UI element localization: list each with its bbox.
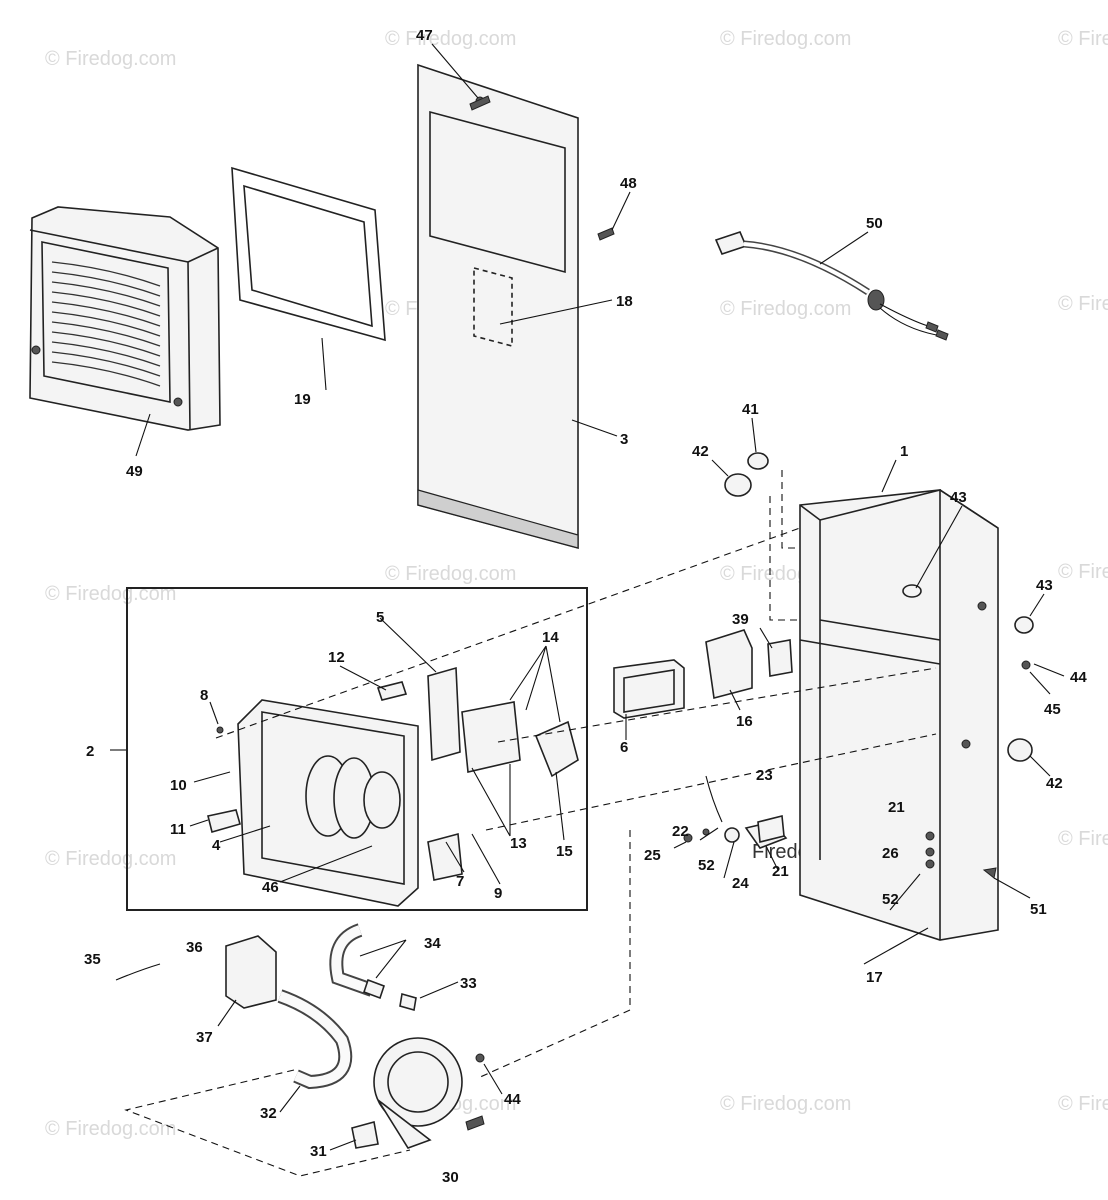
callout-44: 44	[1070, 669, 1087, 686]
watermark: © Firedog.com	[720, 28, 851, 50]
callout-13: 13	[510, 835, 527, 852]
callout-14: 14	[542, 629, 559, 646]
part-50-harness	[714, 231, 949, 341]
parts-21-to-26	[683, 775, 997, 879]
callout-18: 18	[616, 293, 633, 310]
inset-box	[126, 587, 588, 911]
part-49-cover	[29, 206, 221, 431]
callout-31: 31	[310, 1143, 327, 1160]
gas-train	[115, 923, 485, 1149]
watermark: © Firedog.com	[45, 48, 176, 70]
callout-48: 48	[620, 175, 637, 192]
callout-43: 43	[1036, 577, 1053, 594]
callout-37: 37	[196, 1029, 213, 1046]
watermark: © Firedog.com	[45, 848, 176, 870]
callout-12: 12	[328, 649, 345, 666]
callout-6: 6	[620, 739, 628, 756]
watermark: © Firedog.com	[720, 1093, 851, 1115]
watermark: © Firedog.com	[1058, 293, 1108, 315]
callout-36: 36	[186, 939, 203, 956]
watermark: © Firedog.com	[45, 583, 176, 605]
callout-46: 46	[262, 879, 279, 896]
callout-19: 19	[294, 391, 311, 408]
watermark: © Firedog.com	[1058, 828, 1108, 850]
callout-41: 41	[742, 401, 759, 418]
watermark: © Firedog.com	[1058, 561, 1108, 583]
callout-17: 17	[866, 969, 883, 986]
grommets	[724, 452, 1034, 762]
callout-42: 42	[1046, 775, 1063, 792]
callout-21: 21	[772, 863, 789, 880]
callout-47: 47	[416, 27, 433, 44]
part-3-panel	[417, 63, 579, 550]
watermark: © Firedog.com	[385, 28, 516, 50]
part-1-box	[799, 488, 999, 941]
callout-labels: 47 48 50 18 19 41 3 42 1 49 43 43 5 39 1…	[84, 27, 1087, 1186]
callout-23: 23	[756, 767, 773, 784]
callout-1: 1	[900, 443, 908, 460]
part-19-gasket	[231, 166, 386, 342]
callout-2: 2	[86, 743, 94, 760]
callout-4: 4	[212, 837, 221, 854]
callout-10: 10	[170, 777, 187, 794]
callout-52: 52	[882, 891, 899, 908]
parts-6-16-39	[613, 629, 793, 719]
callout-3: 3	[620, 431, 628, 448]
callout-11: 11	[170, 821, 186, 838]
callout-30: 30	[442, 1169, 459, 1186]
callout-51: 51	[1030, 901, 1047, 918]
callout-25: 25	[644, 847, 661, 864]
callout-9: 9	[494, 885, 502, 902]
watermark: © Firedog.com	[45, 1118, 176, 1140]
callout-21: 21	[888, 799, 905, 816]
callout-52: 52	[698, 857, 715, 874]
callout-32: 32	[260, 1105, 277, 1122]
callout-24: 24	[732, 875, 749, 892]
callout-16: 16	[736, 713, 753, 730]
watermark: © Firedog.com	[720, 298, 851, 320]
callout-50: 50	[866, 215, 883, 232]
callout-7: 7	[456, 873, 464, 890]
screws-47-48	[469, 95, 615, 241]
callout-34: 34	[424, 935, 441, 952]
watermark: © Firedog.com	[385, 563, 516, 585]
callout-5: 5	[376, 609, 384, 626]
callout-33: 33	[460, 975, 477, 992]
callout-49: 49	[126, 463, 143, 480]
callout-42: 42	[692, 443, 709, 460]
callout-35: 35	[84, 951, 101, 968]
watermark: © Firedog.com	[1058, 28, 1108, 50]
callout-43: 43	[950, 489, 967, 506]
callout-45: 45	[1044, 701, 1061, 718]
callout-15: 15	[556, 843, 573, 860]
leader-lines	[110, 43, 1065, 1151]
callout-8: 8	[200, 687, 208, 704]
callout-26: 26	[882, 845, 899, 862]
callout-44: 44	[504, 1091, 521, 1108]
callout-22: 22	[672, 823, 689, 840]
callout-39: 39	[732, 611, 749, 628]
watermark: © Firedog.com	[1058, 1093, 1108, 1115]
